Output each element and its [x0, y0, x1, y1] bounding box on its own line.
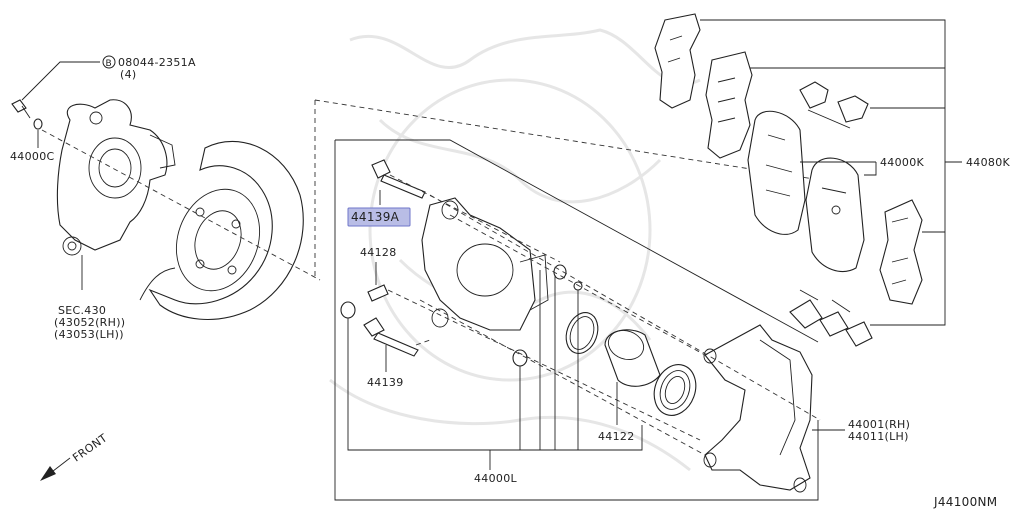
washer: [33, 118, 43, 130]
label-bracket-rh: 44001(RH): [848, 418, 910, 431]
caliper-bracket: [703, 324, 813, 493]
pad-clips-upper: [799, 81, 869, 129]
diagram-code: J44100NM: [933, 495, 997, 509]
outer-shim: [654, 13, 701, 109]
caliper-assembly-frame: [334, 139, 819, 501]
label-pad-kit: 44080K: [966, 156, 1010, 169]
guide-pin-upper: [371, 159, 426, 199]
leader-lines-left: [21, 61, 100, 290]
piston-boot: [653, 364, 697, 416]
dust-shield: [139, 140, 304, 321]
caliper-body: [421, 197, 549, 331]
label-piston: 44122: [598, 430, 635, 443]
bleeder-cap: [512, 349, 528, 367]
leader-lines-right: [700, 19, 962, 431]
mounting-bolt: [11, 99, 31, 119]
label-knuckle-rh: (43052(RH)): [54, 316, 125, 329]
front-arrow: FRONT: [40, 431, 110, 481]
projection-lines-left: [41, 99, 821, 281]
label-pad-set: 44000K: [880, 156, 924, 169]
piston-seal: [565, 312, 599, 354]
caliper-piston: [604, 329, 661, 387]
guide-pin-lower: [363, 317, 419, 357]
steering-knuckle: [56, 99, 176, 256]
label-bolt-qty: (4): [120, 68, 136, 81]
label-knuckle-lh: (43053(LH)): [54, 328, 124, 341]
outer-brake-pad: [747, 110, 806, 235]
bolt-marker-b-icon: B: [102, 55, 116, 69]
inner-shim: [705, 51, 753, 159]
leader-lines-caliper: [347, 190, 643, 470]
guide-bushing: [367, 284, 389, 302]
label-pin: 44139: [367, 376, 404, 389]
projection-lines-caliper: [387, 174, 821, 456]
dust-cap: [340, 301, 356, 319]
label-caliper-assy: 44000L: [474, 472, 517, 485]
pad-clips-lower: [789, 289, 873, 347]
svg-text:B: B: [106, 59, 112, 69]
inner-brake-pad: [805, 157, 865, 272]
anti-rattle-shim: [879, 199, 923, 305]
label-bracket-lh: 44011(LH): [848, 430, 909, 443]
label-pin-highlighted: 44139A: [351, 210, 400, 224]
label-bushing: 44128: [360, 246, 397, 259]
label-washer: 44000C: [10, 150, 54, 163]
label-bolt: 08044-2351A: [118, 56, 196, 69]
part-number-highlight: [347, 207, 411, 227]
front-label: FRONT: [70, 431, 109, 464]
label-knuckle-sec: SEC.430: [58, 304, 106, 317]
